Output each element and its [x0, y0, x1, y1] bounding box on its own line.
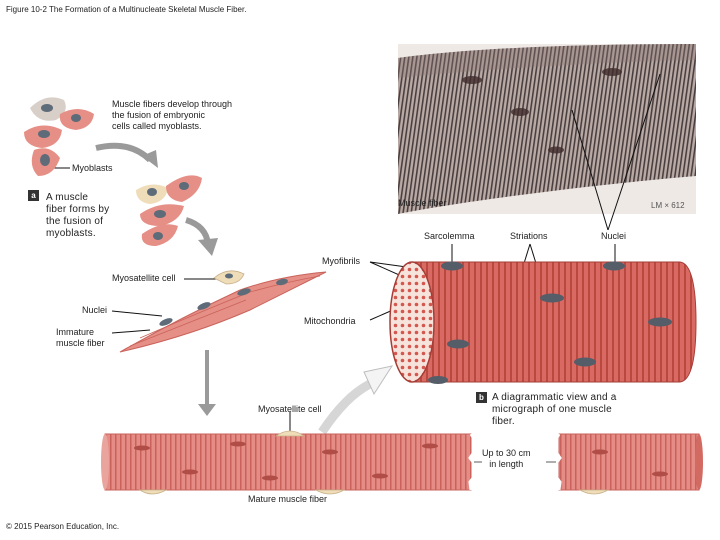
micro-nucleus: [462, 76, 482, 84]
label-immature-fiber: Immature muscle fiber: [56, 327, 105, 348]
fiber-nucleus: [540, 293, 564, 303]
label-mature-fiber: Mature muscle fiber: [248, 494, 328, 504]
label-magnification: LM × 612: [651, 201, 685, 210]
zoom-arrow: [318, 365, 394, 435]
part-a-tag: a: [28, 190, 39, 201]
immature-fiber: [119, 270, 327, 353]
label-striations: Striations: [510, 231, 548, 241]
label-myosatellite-cell-2: Myosatellite cell: [258, 404, 322, 414]
process-arrow-1: [95, 142, 158, 168]
micro-nucleus: [602, 68, 622, 76]
micrograph: [398, 44, 696, 214]
micro-nucleus: [511, 108, 529, 116]
diagram-fiber: [389, 261, 697, 384]
fiber-nucleus: [428, 376, 448, 384]
fiber-nucleus: [447, 339, 469, 349]
part-b-caption: A diagrammatic view and a micrograph of …: [492, 392, 617, 427]
fiber-nucleus: [574, 357, 596, 367]
label-myosatellite-cell-1: Myosatellite cell: [112, 273, 176, 283]
label-sarcolemma: Sarcolemma: [424, 231, 475, 241]
fiber-nucleus: [648, 317, 672, 327]
mature-fiber: [101, 430, 703, 495]
label-muscle-fiber: Muscle fiber: [398, 198, 447, 208]
copyright: © 2015 Pearson Education, Inc.: [6, 522, 120, 531]
label-length: Up to 30 cm in length: [482, 448, 531, 470]
micro-nucleus: [548, 146, 564, 154]
process-arrow-3: [198, 350, 216, 416]
label-mitochondria: Mitochondria: [304, 316, 356, 326]
label-nuclei-left: Nuclei: [82, 305, 108, 315]
label-nuclei-right: Nuclei: [601, 231, 627, 241]
part-b-tag: b: [476, 392, 487, 403]
process-arrow-2: [185, 217, 218, 256]
fusing-myoblasts: [136, 175, 202, 246]
intro-caption: Muscle fibers develop through the fusion…: [112, 99, 233, 131]
label-myoblasts: Myoblasts: [72, 163, 113, 173]
part-a-caption: A muscle fiber forms by the fusion of my…: [46, 192, 110, 239]
fiber-nucleus: [441, 261, 463, 271]
label-myofibrils: Myofibrils: [322, 256, 361, 266]
fiber-nucleus: [603, 261, 625, 271]
myoblast-group: [24, 97, 94, 176]
figure-title: Figure 10-2 The Formation of a Multinucl…: [6, 5, 247, 14]
leader-lines: [52, 73, 661, 432]
